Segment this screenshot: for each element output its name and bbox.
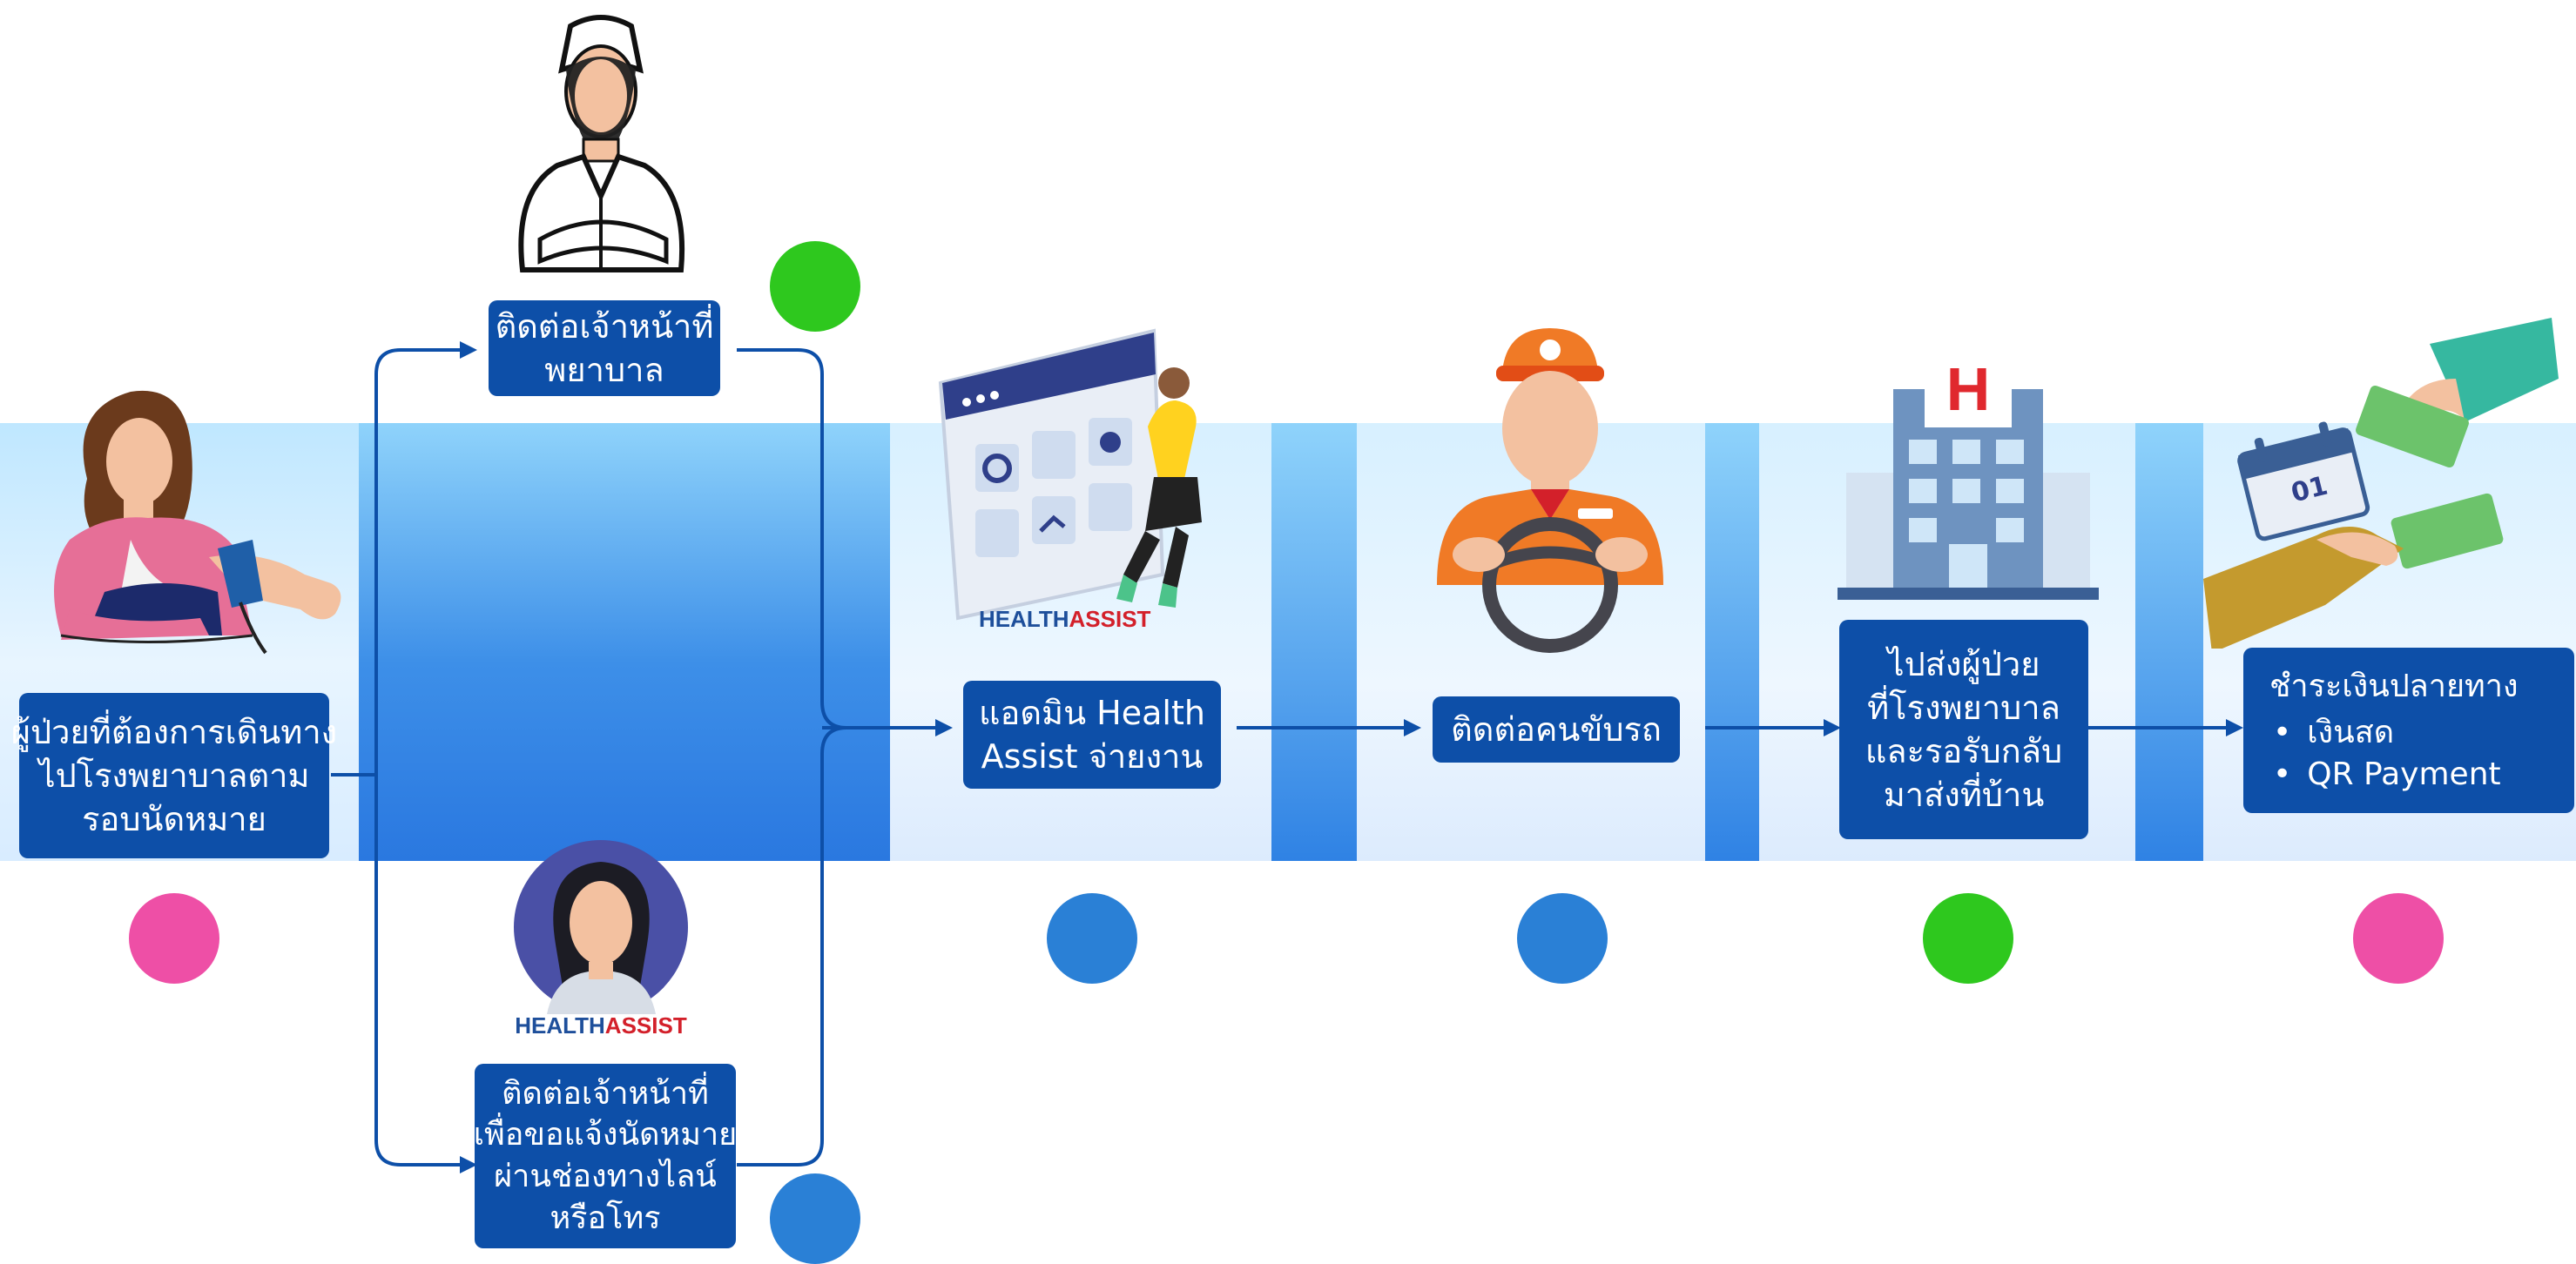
hospital-building-icon: H: [1838, 344, 2099, 605]
staff-avatar-icon: HEALTHASSIST: [495, 840, 707, 1049]
step-patient-line-3: รอบนัดหมาย: [82, 800, 266, 839]
logo-word-health: HEALTH: [515, 1012, 605, 1039]
step-admin-line-1: แอดมิน Health: [979, 693, 1205, 732]
staff-logo: HEALTHASSIST: [495, 1012, 707, 1039]
connector-to-staff: [374, 775, 477, 1173]
band-sep-2: [1705, 423, 1759, 861]
band-sep-1: [1271, 423, 1357, 861]
step-nurse-box: ติดต่อเจ้าหน้าที่ พยาบาล: [489, 300, 720, 396]
step-patient-box: ผู้ป่วยที่ต้องการเดินทาง ไปโรงพยาบาลตาม …: [11, 693, 337, 858]
step-staff-line-3: ผ่านช่องทางไลน์: [494, 1159, 717, 1194]
hospital-sign: H: [1945, 355, 1991, 423]
step-patient-line-2: ไปโรงพยาบาลตาม: [38, 756, 310, 795]
status-dot-patient: [129, 893, 219, 984]
step-staff-line-2: เพื่อขอแจ้งนัดหมาย: [473, 1117, 738, 1153]
step-hospital-line-4: มาส่งที่บ้าน: [1883, 776, 2045, 815]
step-nurse-line-1: ติดต่อเจ้าหน้าที่: [495, 306, 714, 346]
step-nurse-line-2: พยาบาล: [544, 351, 664, 389]
step-admin-line-2: Assist จ่ายงาน: [981, 737, 1204, 776]
connector-staff-merge: [737, 726, 847, 1167]
step-staff-box: ติดต่อเจ้าหน้าที่ เพื่อขอแจ้งนัดหมาย ผ่า…: [473, 1064, 738, 1248]
step-staff-line-1: ติดต่อเจ้าหน้าที่: [502, 1075, 709, 1112]
step-admin-box: แอดมิน Health Assist จ่ายงาน: [963, 681, 1221, 789]
driver-icon: [1437, 328, 1663, 653]
step-hospital-line-1: ไปส่งผู้ป่วย: [1887, 644, 2040, 683]
nurse-icon: [518, 15, 685, 272]
logo-word-assist: ASSIST: [1069, 606, 1151, 632]
step-staff-line-4: หรือโทร: [550, 1200, 661, 1236]
payment-method-item: QR Payment: [2273, 754, 2501, 796]
status-dot-driver: [1517, 893, 1608, 984]
connector-to-nurse: [374, 341, 477, 775]
payment-methods-list: เงินสด QR Payment: [2269, 712, 2501, 796]
cash-payment-icon: 01: [2203, 318, 2560, 649]
payment-method-qr: QR Payment: [2307, 756, 2501, 792]
step-driver-line-1: ติดต่อคนขับรถ: [1451, 709, 1662, 749]
step-driver-box: ติดต่อคนขับรถ: [1433, 696, 1680, 763]
status-dot-payment: [2353, 893, 2444, 984]
status-dot-admin: [1047, 893, 1137, 984]
step-hospital-line-2: ที่โรงพยาบาล: [1867, 688, 2060, 727]
payment-method-cash: เงินสด: [2307, 715, 2395, 751]
connector-nurse-merge: [737, 348, 847, 729]
status-dot-staff: [770, 1173, 860, 1264]
patient-blood-pressure-icon: [54, 390, 341, 655]
step-payment-title: ชำระเงินปลายทาง: [2269, 668, 2519, 704]
status-dot-nurse: [770, 241, 860, 332]
logo-word-assist: ASSIST: [604, 1012, 687, 1039]
step-payment-box: ชำระเงินปลายทาง เงินสด QR Payment: [2243, 648, 2574, 813]
band-sep-3: [2135, 423, 2203, 861]
dashboard-admin-icon: HEALTHASSIST: [923, 322, 1254, 653]
step-hospital-line-3: และรอรับกลับ: [1865, 732, 2063, 770]
step-hospital-box: ไปส่งผู้ป่วย ที่โรงพยาบาล และรอรับกลับ ม…: [1839, 620, 2088, 839]
admin-logo: HEALTHASSIST: [979, 606, 1150, 633]
band-contact: [359, 423, 890, 861]
step-patient-line-1: ผู้ป่วยที่ต้องการเดินทาง: [10, 712, 338, 751]
status-dot-hospital: [1923, 893, 2013, 984]
payment-method-item: เงินสด: [2273, 712, 2501, 754]
logo-word-health: HEALTH: [979, 606, 1069, 632]
